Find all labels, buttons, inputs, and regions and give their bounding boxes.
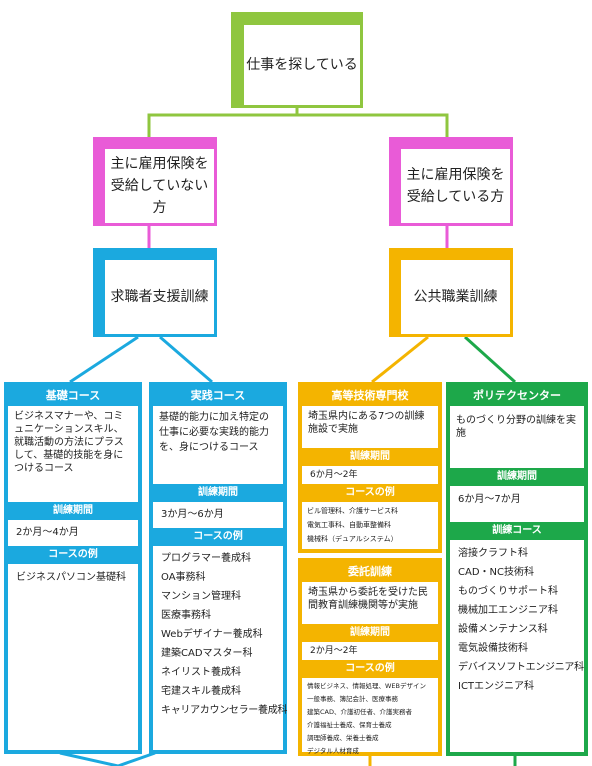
poly-course-item: ICTエンジニア科 [458, 681, 535, 692]
left-program-label: 求職者支援訓練 [110, 289, 209, 305]
koutou-examples-list: ビル管理科、介護サービス科 電気工事科、自動車整備科 機械科（デュアルシステム） [302, 502, 438, 546]
jissen-example-item: 医療事務科 [161, 610, 211, 621]
poly-course-item: 電気設備技術科 [458, 643, 528, 654]
poly-period: 6か月～7か月 [458, 494, 521, 505]
koutou-period-header: 訓練期間 [302, 448, 438, 466]
right-condition-box: 主に雇用保険を 受給している方 [398, 146, 513, 226]
itaku-example-item: 調理師養成、栄養士養成 [307, 734, 379, 742]
kiso-examples-list: ビジネスパソコン基礎科 [8, 564, 138, 587]
koutou-example-item: 機械科（デュアルシステム） [307, 535, 398, 543]
itaku-example-item: デジタル人材育成 [307, 747, 359, 755]
kiso-examples-header: コースの例 [8, 546, 138, 564]
itaku-example-item: 一般事務、簿記会計、医療事務 [307, 695, 398, 703]
jissen-example-item: 建築CADマスター科 [161, 648, 253, 659]
right-program-connector [371, 335, 429, 384]
itaku-examples-list: 情報ビジネス、情報処理、WEBデザイン 一般事務、簿記会計、医療事務 建築CAD… [302, 678, 438, 758]
poly-period-header: 訓練期間 [450, 468, 584, 486]
left-program-connector [69, 335, 213, 384]
poly-course-item: デバイスソフトエンジニア科 [458, 662, 584, 673]
top-node: 仕事を探している [231, 12, 363, 108]
itaku-period: 2か月～2年 [310, 646, 358, 656]
jissen-description: 基礎的能力に加え特定の仕事に必要な実践的能力を、身につけるコース [159, 412, 269, 453]
kiso-course-panel: 基礎コース ビジネスマナーや、コミュニケーションスキル、就職活動の方法にプラスし… [4, 382, 142, 754]
jissen-example-item: プログラマー養成科 [161, 553, 251, 564]
right-program-box: 公共職業訓練 [398, 257, 513, 337]
poly-description: ものづくり分野の訓練を実施 [456, 415, 576, 439]
koutou-description: 埼玉県内にある7つの訓練施設で実施 [308, 411, 425, 435]
koutou-header: 高等技術専門校 [302, 386, 438, 406]
jissen-header: 実践コース [153, 386, 283, 406]
left-condition-node: 主に雇用保険を 受給していない方 [93, 137, 217, 226]
left-program-node: 求職者支援訓練 [93, 248, 217, 337]
left-condition-box: 主に雇用保険を 受給していない方 [102, 146, 217, 226]
jissen-period: 3か月～6か月 [161, 509, 224, 520]
kiso-period: 2か月～4か月 [16, 527, 79, 538]
left-condition-line2: 受給していない方 [110, 178, 209, 216]
right-program-label: 公共職業訓練 [413, 289, 498, 305]
itaku-example-item: 情報ビジネス、情報処理、WEBデザイン [307, 682, 426, 690]
right-condition-node: 主に雇用保険を 受給している方 [389, 137, 513, 226]
jissen-example-item: 宅建スキル養成科 [161, 686, 241, 697]
poly-courses-list: 溶接クラフト科 CAD・NC技術科 ものづくりサポート科 機械加工エンジニア科 … [450, 540, 584, 696]
poly-course-item: ものづくりサポート科 [458, 586, 558, 597]
itaku-period-header: 訓練期間 [302, 624, 438, 642]
jissen-example-item: マンション管理科 [161, 591, 241, 602]
koutou-period: 6か月～2年 [310, 470, 358, 480]
jissen-examples-header: コースの例 [153, 528, 283, 546]
left-program-box: 求職者支援訓練 [102, 257, 217, 337]
right-condition-line2: 受給している方 [406, 189, 505, 205]
kiso-header: 基礎コース [8, 386, 138, 406]
top-connector [147, 108, 449, 137]
koutou-school-panel: 高等技術専門校 埼玉県内にある7つの訓練施設で実施 訓練期間 6か月～2年 コー… [298, 382, 442, 553]
poly-course-item: 設備メンテナンス科 [458, 624, 548, 635]
jissen-course-panel: 実践コース 基礎的能力に加え特定の仕事に必要な実践的能力を、身につけるコース 訓… [149, 382, 287, 754]
bottom-connectors [59, 751, 156, 766]
jissen-example-item: キャリアカウンセラー養成科 [161, 705, 288, 716]
jissen-examples-list: プログラマー養成科 OA事務科 マンション管理科 医療事務科 Webデザイナー養… [153, 546, 288, 720]
kiso-description: ビジネスマナーや、コミュニケーションスキル、就職活動の方法にプラスして、基礎的技… [14, 411, 124, 474]
kiso-example-item: ビジネスパソコン基礎科 [16, 572, 126, 583]
poly-course-item: CAD・NC技術科 [458, 567, 534, 578]
jissen-example-item: Webデザイナー養成科 [161, 629, 263, 640]
itaku-examples-header: コースの例 [302, 660, 438, 678]
itaku-header: 委託訓練 [302, 562, 438, 582]
right-program-connector-poly [463, 335, 517, 384]
itaku-example-item: 建築CAD、介護初任者、介護実務者 [307, 708, 412, 716]
poly-header: ポリテクセンター [450, 386, 584, 406]
jissen-period-header: 訓練期間 [153, 484, 283, 502]
jissen-example-item: ネイリスト養成科 [161, 667, 241, 678]
poly-courses-header: 訓練コース [450, 522, 584, 540]
itaku-training-panel: 委託訓練 埼玉県から委託を受けた民間教育訓練機関等が実施 訓練期間 2か月～2年… [298, 558, 442, 756]
jissen-example-item: OA事務科 [161, 572, 206, 583]
left-condition-line1: 主に雇用保険を [110, 156, 209, 172]
right-program-node: 公共職業訓練 [389, 248, 513, 337]
poly-center-panel: ポリテクセンター ものづくり分野の訓練を実施 訓練期間 6か月～7か月 訓練コー… [446, 382, 588, 756]
right-condition-line1: 主に雇用保険を [406, 167, 505, 183]
poly-course-item: 溶接クラフト科 [458, 548, 528, 559]
kiso-period-header: 訓練期間 [8, 502, 138, 520]
koutou-example-item: 電気工事科、自動車整備科 [307, 521, 391, 529]
koutou-examples-header: コースの例 [302, 484, 438, 502]
top-node-label: 仕事を探している [246, 57, 358, 73]
top-node-box: 仕事を探している [241, 22, 363, 108]
koutou-example-item: ビル管理科、介護サービス科 [307, 507, 398, 515]
itaku-description: 埼玉県から委託を受けた民間教育訓練機関等が実施 [308, 587, 428, 611]
itaku-example-item: 介護福祉士養成、保育士養成 [307, 721, 392, 729]
poly-course-item: 機械加工エンジニア科 [458, 605, 558, 616]
